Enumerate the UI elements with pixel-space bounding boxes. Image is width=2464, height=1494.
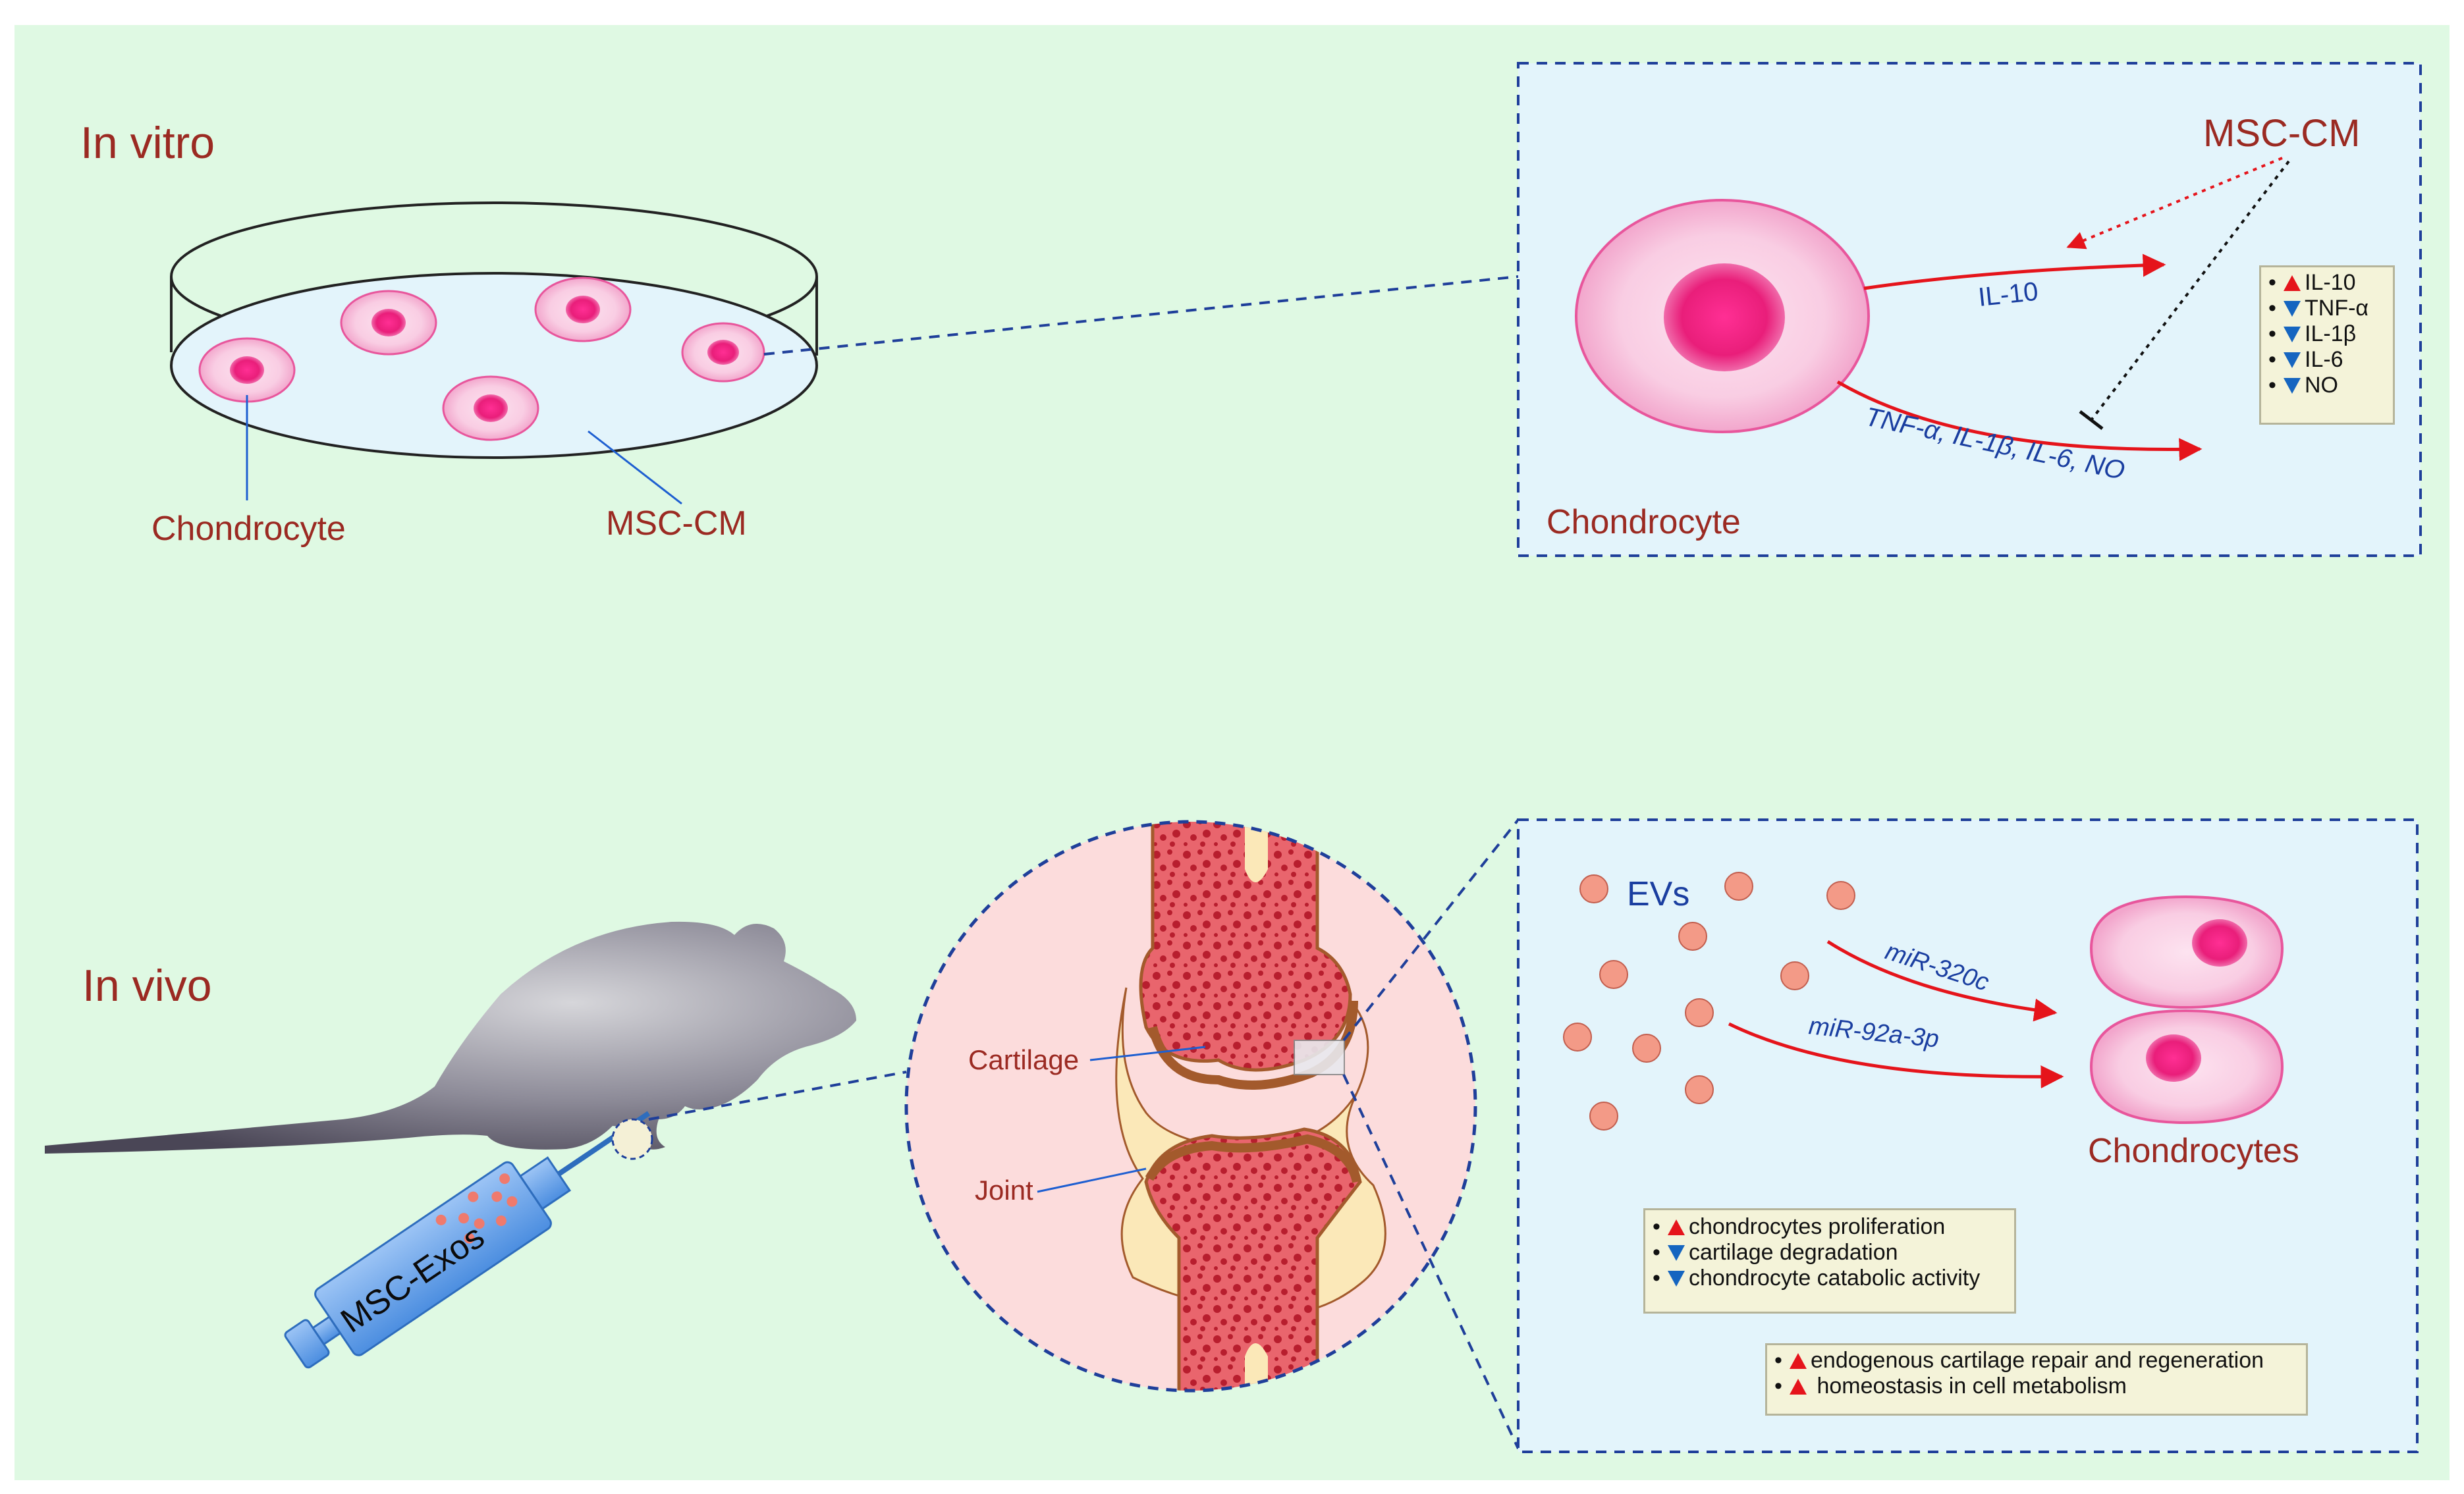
cartilage-pointer: [1089, 1046, 1206, 1061]
legend-row-no: •NO: [2268, 373, 2338, 398]
increase-arrow-icon: [1668, 1219, 1685, 1235]
arrow-proinflammatory: [1836, 380, 2203, 462]
ev-particle: [1589, 1102, 1618, 1131]
arrow-mir92a: [1728, 1022, 2064, 1088]
chondrocytes-label: Chondrocytes: [2088, 1132, 2299, 1170]
effect-row: •chondrocytes proliferation: [1653, 1214, 1946, 1239]
medium-pointer: [588, 430, 682, 505]
effects-box-cellular: •chondrocytes proliferation •cartilage d…: [1643, 1208, 2016, 1314]
dish-chondrocyte-label: Chondrocyte: [151, 510, 346, 548]
decrease-arrow-icon: [2284, 326, 2301, 342]
increase-arrow-icon: [1790, 1352, 1807, 1369]
zoom-region: [1294, 1040, 1345, 1075]
dividing-chondrocytes: [2089, 895, 2284, 1125]
legend-row-il6: •IL-6: [2268, 347, 2343, 372]
arrow-il10: [1863, 253, 2166, 290]
ev-particles: [1563, 872, 1855, 1131]
zoom-connector-top: [763, 275, 1519, 356]
joint-pointer: [1037, 1167, 1147, 1193]
effect-row: •cartilage degradation: [1653, 1240, 1898, 1265]
decrease-arrow-icon: [2284, 352, 2301, 368]
decrease-arrow-icon: [1668, 1244, 1685, 1261]
dish-medium-label: MSC-CM: [606, 504, 747, 543]
in-vitro-title: In vitro: [80, 118, 215, 168]
effect-row: •chondrocyte catabolic activity: [1653, 1266, 1981, 1291]
decrease-arrow-icon: [1668, 1270, 1685, 1287]
ev-particle: [1826, 881, 1855, 910]
ev-particle: [1685, 998, 1714, 1027]
cytokine-legend: •IL-10 •TNF-α •IL-1β •IL-6 •NO: [2259, 265, 2395, 425]
decrease-arrow-icon: [2284, 377, 2301, 394]
increase-arrow-icon: [1790, 1378, 1807, 1395]
ev-particle: [1599, 960, 1628, 989]
ev-particle: [1724, 872, 1753, 901]
zoom-connector-rat: [648, 1071, 907, 1121]
legend-row-tnf: •TNF-α: [2268, 296, 2369, 321]
arrow-il10-label: IL-10: [1977, 277, 2039, 312]
arrow-mir320c: [1826, 940, 2058, 1022]
ev-particle: [1780, 961, 1809, 990]
ev-particle: [1632, 1034, 1661, 1063]
joint-label: Joint: [975, 1175, 1033, 1206]
dish-cells: [198, 277, 765, 441]
ev-particle: [1685, 1075, 1714, 1104]
zoom-connector-lower: [1342, 1074, 1519, 1449]
effect-row: •endogenous cartilage repair and regener…: [1774, 1348, 2264, 1373]
effect-row: • homeostasis in cell metabolism: [1774, 1374, 2127, 1399]
rat-illustration: [45, 921, 856, 1154]
evs-label: EVs: [1627, 875, 1689, 913]
effects-box-tissue: •endogenous cartilage repair and regener…: [1765, 1343, 2308, 1416]
knee-joint: [1115, 822, 1386, 1391]
increase-arrow-icon: [2284, 275, 2301, 291]
legend-row-il10: •IL-10: [2268, 270, 2356, 295]
injection-site: [611, 1118, 653, 1160]
panel-chondrocyte-cell: [1575, 199, 1870, 433]
panel-cell-label: Chondrocyte: [1547, 503, 1741, 541]
ev-particle: [1579, 874, 1608, 903]
msc-promote-dotted: [2066, 157, 2283, 250]
petri-dish: [170, 201, 818, 459]
panel-source-label: MSC-CM: [2203, 112, 2360, 155]
decrease-arrow-icon: [2284, 300, 2301, 317]
in-vivo-title: In vivo: [82, 961, 212, 1011]
ev-particle: [1563, 1023, 1592, 1052]
inhibit-bar: [2079, 410, 2104, 430]
cartilage-label: Cartilage: [968, 1044, 1079, 1075]
zoom-connector-upper: [1342, 818, 1519, 1042]
ev-particle: [1678, 922, 1707, 951]
legend-row-il1b: •IL-1β: [2268, 321, 2357, 346]
